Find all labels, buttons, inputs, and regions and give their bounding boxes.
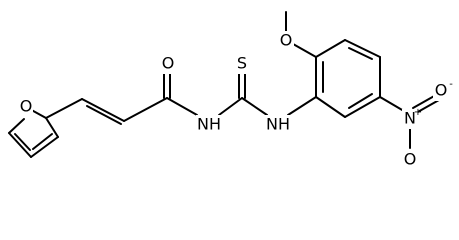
thiourea-nh-mask bbox=[265, 115, 291, 135]
furan-bond-c4-c5-inner bbox=[14, 133, 31, 151]
nitro-double-bond-a bbox=[412, 94, 437, 109]
bond-furan-vinyl bbox=[45, 98, 83, 119]
furan-oxygen-mask bbox=[17, 97, 33, 117]
thio-sulfur-label: S bbox=[237, 54, 247, 73]
ring-bond-6 bbox=[315, 96, 346, 118]
nitro-oxygen-charge: - bbox=[449, 79, 453, 90]
amide-nh-mask bbox=[196, 115, 222, 135]
bond-vinyl-double-inner bbox=[86, 105, 122, 125]
amide-nh-label: NH bbox=[197, 115, 221, 134]
furan-bond-c3-c4-inner bbox=[32, 133, 53, 150]
thiourea-nh-label: NH bbox=[266, 115, 290, 134]
ring-inner-bond-2 bbox=[348, 93, 373, 109]
nitro-double-bond-b bbox=[415, 99, 440, 114]
carbonyl-group bbox=[163, 69, 198, 116]
bond-nh-aromatic bbox=[287, 96, 317, 116]
ring-bond-3 bbox=[344, 39, 381, 58]
atom-labels: O O NH S NH O N + O - O bbox=[17, 31, 453, 170]
sulfur-mask bbox=[235, 54, 249, 74]
ring-bond-5 bbox=[344, 96, 381, 118]
bond-vinyl-double bbox=[81, 98, 125, 122]
furan-ring bbox=[8, 106, 59, 158]
furan-bond-c3-c4 bbox=[30, 136, 59, 158]
furan-bond-c2-c3 bbox=[45, 117, 59, 138]
furan-bond-o-c5 bbox=[8, 118, 25, 134]
bond-nh-thiocarbonyl bbox=[218, 97, 243, 116]
ring-bond-2 bbox=[315, 39, 346, 58]
nitro-oxygen-top-label: O bbox=[435, 81, 448, 100]
nitro-oxygen-bottom-mask bbox=[402, 150, 418, 170]
furan-oxygen-label: O bbox=[20, 97, 33, 116]
carbonyl-oxygen-mask bbox=[160, 54, 176, 74]
methoxy-oxygen-mask bbox=[278, 31, 294, 51]
thiourea-core bbox=[218, 69, 317, 116]
nitro-nitrogen-charge: + bbox=[414, 107, 422, 118]
bond-thiocarbonyl-nh bbox=[241, 97, 268, 116]
nitro-oxygen-bottom-label: O bbox=[404, 150, 417, 169]
nitro-nitrogen-mask bbox=[402, 109, 418, 129]
nitro-oxygen-top-mask bbox=[433, 81, 449, 101]
bond-carbonyl-nh bbox=[166, 97, 198, 116]
methoxy-oxygen-label: O bbox=[280, 31, 293, 50]
bond-vinyl-carbonyl bbox=[123, 97, 168, 122]
ring-inner-bond-1 bbox=[348, 47, 373, 60]
chemical-structure: O O NH S NH O N + O - O bbox=[8, 11, 453, 170]
carbonyl-oxygen-label: O bbox=[162, 54, 175, 73]
furan-bond-c4-c5 bbox=[8, 132, 32, 158]
nitro-nitrogen-label: N bbox=[404, 109, 416, 128]
nitroanisole-ring bbox=[315, 39, 381, 118]
vinyl-linker bbox=[45, 97, 168, 125]
